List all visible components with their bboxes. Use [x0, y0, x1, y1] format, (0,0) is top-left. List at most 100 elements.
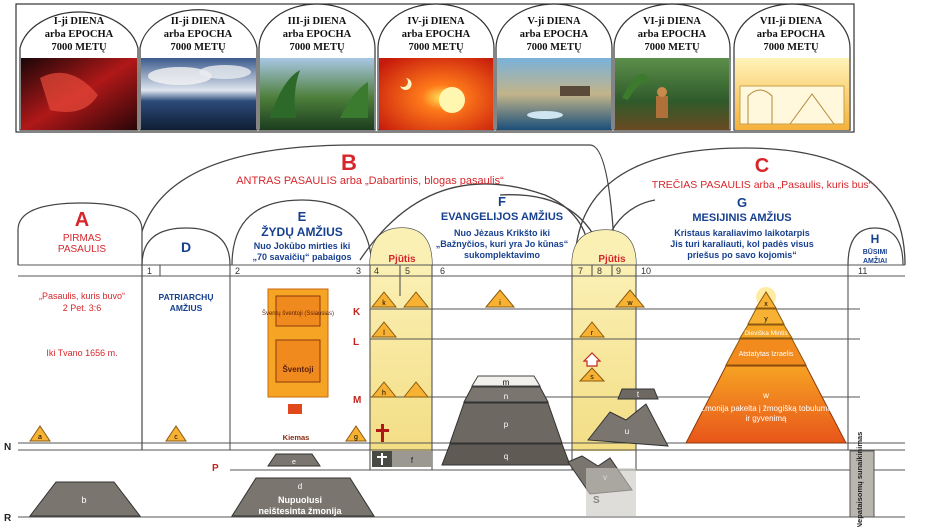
world-a-label-1: PIRMAS — [63, 233, 102, 244]
court-label: Kiemas — [283, 433, 310, 442]
fallen-label-2: neištesinta žmonija — [258, 506, 342, 516]
letter-c: c — [174, 434, 178, 441]
epoch-years-label: 7000 METŲ — [408, 42, 464, 53]
fallen-label-1: Nupuolusi — [278, 495, 322, 505]
epoch-or-label: arba EPOCHA — [757, 29, 826, 40]
letter-f: f — [411, 456, 414, 465]
letter-k: k — [382, 300, 386, 307]
letter-d: d — [298, 482, 302, 491]
letter-r: r — [591, 330, 594, 337]
epoch-or-label: arba EPOCHA — [638, 29, 707, 40]
column-number: 9 — [616, 266, 621, 276]
epoch-or-label: arba EPOCHA — [283, 29, 352, 40]
epoch-or-label: arba EPOCHA — [164, 29, 233, 40]
letter-q: q — [504, 452, 508, 461]
age-d-arch — [141, 227, 231, 266]
epoch-or-label: arba EPOCHA — [520, 29, 589, 40]
column-number: 8 — [597, 266, 602, 276]
age-e-title: ŽYDŲ AMŽIUS — [261, 224, 343, 239]
letter-g: g — [354, 434, 358, 441]
epoch-day-label: II-ji DIENA — [171, 16, 226, 27]
level-y-label: y — [764, 316, 768, 323]
epoch-or-label: arba EPOCHA — [402, 29, 471, 40]
destruction-label: Nepataisomų sunaikinimas — [855, 432, 864, 527]
level-w-label: w — [762, 391, 769, 400]
level-divine-label: Dieviška Mintis — [744, 330, 788, 337]
level-x-label: x — [764, 301, 768, 308]
column-number: 3 — [356, 266, 361, 276]
broken-pyramids: t u v — [567, 388, 669, 516]
world-c-title: TREČIAS PASAULIS arba „Pasaulis, kuris b… — [652, 178, 873, 191]
age-g-title: MESIJINIS AMŽIUS — [692, 211, 791, 224]
plane-letter-l: L — [353, 337, 359, 348]
age-f-sub-1: Nuo Jėzaus Krikšto iki — [454, 228, 550, 238]
letter-l: l — [383, 330, 385, 337]
world-a-note: Iki Tvano 1656 m. — [46, 348, 117, 358]
age-g-letter: G — [737, 195, 747, 210]
letter-b: b — [81, 495, 86, 505]
column-number: 6 — [440, 266, 445, 276]
age-e-arch — [231, 199, 373, 266]
age-f-sub-2: „Bažnyčios, kuri yra Jo kūnas“ — [436, 239, 569, 249]
epoch-3: III-ji DIENA arba EPOCHA 7000 METŲ — [258, 3, 376, 131]
plane-lines — [18, 264, 905, 518]
epoch-years-label: 7000 METŲ — [526, 42, 582, 53]
age-d-label-2: AMŽIUS — [170, 302, 203, 313]
age-h-letter: H — [871, 232, 880, 246]
harvest-label-2: Pjūtis — [598, 254, 626, 265]
house-icon — [582, 352, 602, 367]
epoch-scene-image — [379, 58, 493, 130]
age-h-arch — [847, 227, 904, 266]
age-h-label-1: BŪSIMI — [863, 248, 888, 256]
plane-letter-r: R — [4, 513, 12, 524]
epoch-6: VI-ji DIENA arba EPOCHA 7000 METŲ — [613, 3, 731, 131]
epoch-day-label: VI-ji DIENA — [643, 16, 701, 27]
column-number: 2 — [235, 266, 240, 276]
level-israel-label: Atstatytas Izraelis — [739, 351, 794, 358]
harvest-label-1: Pjūtis — [388, 254, 416, 265]
cross-icon: f — [372, 424, 432, 467]
letter-p: p — [504, 420, 509, 429]
age-g-sub-1: Kristaus karaliavimo laikotarpis — [674, 228, 810, 238]
age-d-letter: D — [181, 239, 191, 255]
world-a-label-2: PASAULIS — [58, 244, 106, 255]
age-pyramids: a c g k l h i r s w — [29, 289, 646, 442]
age-f-title: EVANGELIJOS AMŽIUS — [441, 210, 563, 223]
age-g-sub-2: Jis turi karaliauti, kol padės visus — [670, 239, 814, 249]
epoch-day-label: VII-ji DIENA — [760, 16, 823, 27]
age-g-sub-3: priešus po savo kojomis“ — [687, 250, 797, 260]
column-number: 5 — [405, 266, 410, 276]
letter-i: i — [499, 300, 501, 307]
epoch-scene-image — [497, 58, 611, 130]
age-e-sub-2: „70 savaičių“ pabaigos — [252, 252, 351, 262]
column-number: 1 — [147, 266, 152, 276]
epoch-5: V-ji DIENA arba EPOCHA 7000 METŲ — [495, 3, 613, 131]
plane-letter-n: N — [4, 442, 11, 453]
epoch-7: VII-ji DIENA arba EPOCHA 7000 METŲ — [733, 3, 851, 131]
age-f-letter: F — [498, 194, 506, 209]
epoch-1: I-ji DIENA arba EPOCHA 7000 METŲ — [19, 11, 139, 131]
column-numbers: 1 2 3 4 5 6 7 8 9 10 11 — [147, 266, 867, 276]
epoch-years-label: 7000 METŲ — [644, 42, 700, 53]
epoch-day-label: V-ji DIENA — [527, 16, 581, 27]
epoch-years-label: 7000 METŲ — [170, 42, 226, 53]
gospel-pyramid: m n p q — [441, 375, 571, 466]
column-number: 10 — [641, 266, 651, 276]
letter-h: h — [382, 390, 386, 397]
age-e-sub-1: Nuo Jokūbo mirties iki — [254, 241, 351, 251]
age-e-letter: E — [298, 209, 307, 224]
world-a-reference: 2 Pet. 3:6 — [63, 303, 102, 313]
age-d-label-1: PATRIARCHŲ — [159, 292, 214, 302]
holiest-label: Šventų šventoji (Ssiausias) — [262, 310, 334, 317]
world-a-letter: A — [75, 209, 89, 231]
epoch-4: IV-ji DIENA arba EPOCHA 7000 METŲ — [377, 3, 495, 131]
letter-a: a — [38, 434, 42, 441]
column-number: 4 — [374, 266, 379, 276]
letter-e: e — [292, 459, 296, 466]
harvest-column-1 — [370, 265, 432, 451]
holy-label: Šventoji — [282, 365, 313, 374]
epoch-day-label: III-ji DIENA — [288, 16, 347, 27]
level-humanity-label: Žmonija pakelta į žmogišką tobulumą ir g… — [700, 404, 832, 423]
plane-letter-k: K — [353, 307, 361, 318]
letter-w: w — [626, 300, 633, 307]
